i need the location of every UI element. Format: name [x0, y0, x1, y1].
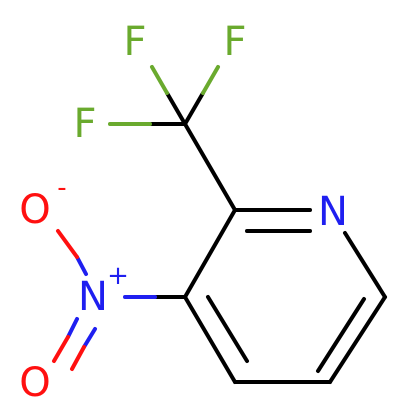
atom-n-nitro: N	[78, 274, 108, 320]
bond-nitro-o-top	[75, 255, 88, 276]
atom-n-ring: N	[318, 189, 348, 235]
bond-cf3-f-top-right-color	[201, 65, 220, 95]
nitro-group	[52, 229, 187, 371]
bond-nitro-o-bottom-a	[66, 317, 79, 339]
charge-n-nitro: +	[107, 261, 129, 291]
atom-o-top: O	[19, 187, 50, 233]
bond-c4-c3	[183, 295, 237, 384]
atom-f-left: F	[73, 101, 96, 147]
bond-c6-c5	[328, 295, 387, 384]
bond-c3-c2	[183, 208, 237, 299]
trifluoromethyl-group	[108, 65, 237, 212]
atom-o-bottom: O	[19, 360, 50, 406]
atom-f-top-left: F	[123, 19, 146, 65]
bond-cf3-f-top-left-color	[150, 65, 169, 95]
pyridine-ring	[183, 208, 387, 384]
atom-f-top-right: F	[223, 19, 246, 65]
bond-nitro-o-bottom-b	[82, 327, 97, 349]
bond-n1-c6	[343, 231, 387, 299]
charge-o-top: -	[57, 173, 66, 203]
bond-c2-cf3	[183, 122, 237, 212]
bond-c6-c5-double	[316, 297, 366, 373]
bond-nitro-o-top-color	[56, 229, 79, 259]
bond-nitro-o-bottom-a-color	[52, 335, 70, 363]
bond-c4-c3-double	[206, 295, 249, 363]
bond-cf3-f-top-right	[183, 91, 205, 126]
bond-nitro-o-bottom-b-color	[70, 345, 86, 371]
bond-cf3-f-top-left	[165, 91, 187, 126]
atom-labels: F F F N N + O - O	[19, 19, 348, 406]
